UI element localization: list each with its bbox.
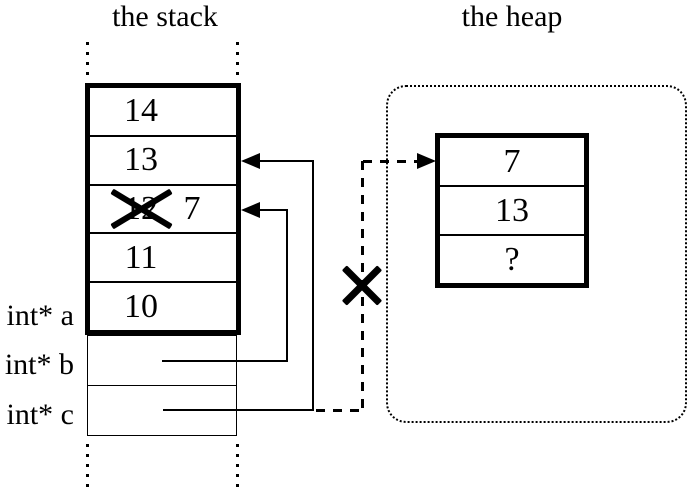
heap-object-frame: 7 13 ? — [435, 133, 589, 288]
arrowhead-right-icon — [417, 153, 436, 169]
pointer-c-slot — [88, 385, 236, 435]
stack-boundary-dotted-line-top-left — [86, 42, 89, 81]
stack-frame: 14 13 12 7 11 10 — [85, 83, 241, 335]
stack-cell-value: 10 — [124, 287, 158, 325]
stack-cell-value: 13 — [124, 141, 158, 179]
stack-cell-new-value: 7 — [183, 189, 201, 227]
heap-title: the heap — [461, 0, 563, 33]
pointer-label-c: int* c — [6, 398, 75, 431]
dangling-pointer-dashed-line-top — [363, 160, 417, 163]
stack-cell-value: 14 — [124, 92, 158, 130]
pointer-b-line-tail — [257, 209, 288, 211]
heap-cell: 7 — [440, 138, 584, 185]
stack-cell-value: 11 — [124, 238, 158, 276]
pointer-c-line-vertical — [312, 160, 314, 411]
stack-cell-overwritten: 12 7 — [90, 183, 236, 233]
pointer-label-b: int* b — [4, 348, 74, 381]
pointer-label-a: int* a — [6, 299, 75, 332]
stack-boundary-dotted-line-bottom-left — [86, 444, 89, 488]
pointer-b-line-vertical — [286, 210, 288, 362]
stack-boundary-dotted-line-top-right — [236, 42, 239, 81]
heap-cell: 13 — [440, 185, 584, 234]
heap-cell-value: 13 — [495, 191, 529, 229]
stack-cell: 10 — [90, 281, 236, 330]
stack-boundary-dotted-line-bottom-right — [236, 444, 239, 488]
heap-cell: ? — [440, 234, 584, 283]
stack-cell: 13 — [90, 134, 236, 184]
pointer-b-line-horizontal — [162, 360, 288, 362]
stack-title: the stack — [112, 0, 218, 33]
heap-region-boundary — [386, 85, 687, 423]
dangling-pointer-dashed-line-bottom — [316, 409, 363, 412]
stack-cell: 11 — [90, 232, 236, 281]
arrowhead-left-icon — [241, 202, 260, 218]
heap-cell-value: 7 — [503, 142, 521, 180]
heap-cell-value: ? — [504, 240, 520, 278]
stack-pointer-slots-frame — [87, 335, 237, 436]
arrowhead-left-icon — [241, 153, 260, 169]
pointer-c-line-horizontal — [163, 409, 314, 411]
pointer-c-line-tail — [257, 160, 314, 162]
stack-cell: 14 — [90, 88, 236, 135]
